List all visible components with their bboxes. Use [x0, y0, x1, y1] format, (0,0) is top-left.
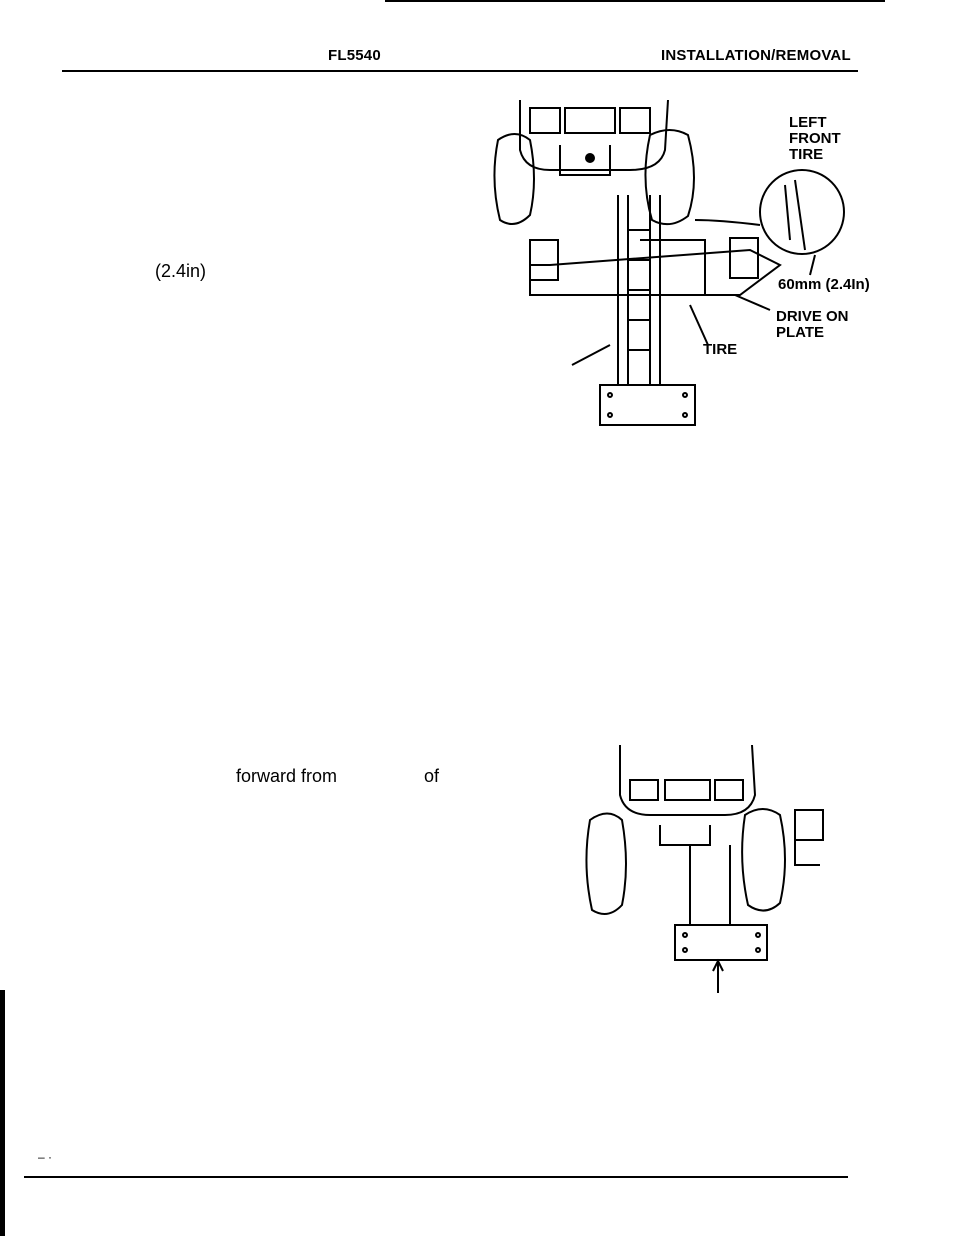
- label-plate: PLATE: [776, 324, 825, 341]
- forward-from-text: forward from: [236, 766, 338, 786]
- label-drive-on-plate: DRIVE ON PLATE: [776, 309, 849, 341]
- header-model: FL5540: [328, 47, 381, 64]
- header-rule: [62, 70, 858, 72]
- label-front: FRONT: [789, 130, 841, 147]
- footer-rule: [24, 1176, 848, 1178]
- header-section: INSTALLATION/REMOVAL: [661, 47, 851, 64]
- top-edge-rule: [385, 0, 885, 2]
- footer-marks: – ·: [38, 1150, 53, 1164]
- figure-tractor-on-plate: [585, 744, 824, 993]
- of-text: of: [424, 766, 440, 786]
- label-tire-word: TIRE: [789, 146, 824, 163]
- label-left-front-tire: LEFT FRONT TIRE: [789, 115, 841, 163]
- figure-tractor-drive-on-plate: [493, 99, 845, 426]
- left-edge-bar: [0, 990, 5, 1236]
- measurement-text: (2.4in): [155, 261, 207, 281]
- label-tire: TIRE: [703, 341, 738, 358]
- label-left: LEFT: [789, 114, 827, 131]
- label-drive-on: DRIVE ON: [776, 308, 849, 325]
- label-60mm-measure: 60mm (2.4In): [778, 276, 870, 293]
